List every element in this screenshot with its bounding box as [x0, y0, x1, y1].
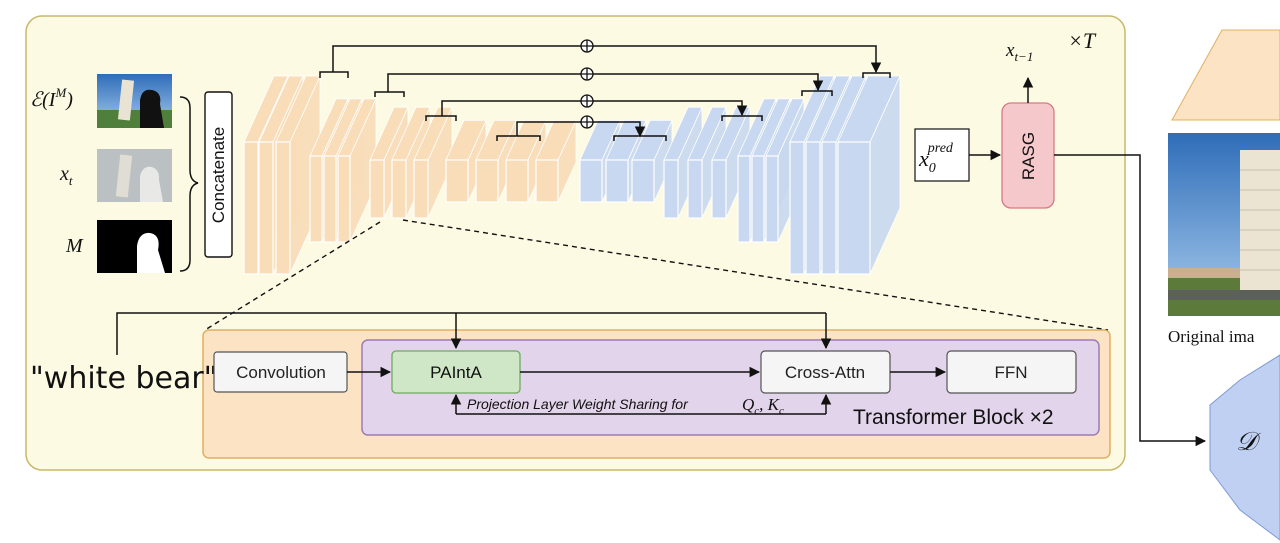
unet-layers: [243, 75, 901, 275]
weight-sharing-label: Projection Layer Weight Sharing for: [467, 396, 689, 412]
x0-pred-label: x0pred: [918, 141, 954, 176]
noisy-image-thumbnail: [97, 149, 172, 202]
encoder-shape-cropped: [1171, 29, 1280, 121]
unet-layer-front: [243, 141, 259, 275]
skip-brackets: [319, 71, 891, 141]
encoded-image-thumbnail: [97, 74, 172, 128]
rasg-label: RASG: [1019, 132, 1038, 180]
zoom-line-right: [402, 219, 1109, 331]
unet-layer-front: [765, 155, 779, 243]
unet-layer-front: [475, 159, 499, 203]
add-symbols: [580, 39, 594, 129]
unet-layer-front: [258, 141, 274, 275]
prompt-line: [116, 312, 826, 355]
unet-layer-front: [309, 155, 323, 243]
encoded-image-label: ℰ(IM): [30, 85, 73, 111]
rasg-to-decoder-arrow: [1054, 154, 1207, 447]
unet-layer-front: [789, 141, 805, 275]
unet-layer-front: [505, 159, 529, 203]
unet-layer-front: [369, 159, 385, 219]
original-image-photo: [1168, 133, 1280, 316]
concatenate-label: Concatenate: [209, 127, 228, 223]
unet-layer-front: [837, 141, 871, 275]
zoom-line-left: [204, 221, 381, 331]
transformer-block-panel: [361, 339, 1100, 436]
output-label: xt−1: [1005, 40, 1033, 64]
unet-layer-front: [737, 155, 751, 243]
transformer-block-label: Transformer Block ×2: [853, 406, 1054, 429]
x0-pred-box: [914, 128, 970, 182]
unet-layer-front: [579, 159, 603, 203]
cross-attn-label: Cross-Attn: [785, 363, 865, 382]
unet-layer-front: [751, 155, 765, 243]
ffn-label: FFN: [994, 363, 1027, 382]
unet-layer-front: [663, 159, 679, 219]
painta-label: PAIntA: [430, 363, 482, 382]
text-prompt: "white bear": [30, 361, 217, 396]
ffn-box: [946, 350, 1077, 394]
noisy-latent-label: xt: [59, 163, 73, 188]
weight-sharing-math: Qc, Kc: [742, 395, 784, 417]
mask-label: M: [65, 235, 84, 257]
concatenate-box: [204, 91, 233, 258]
unet-layer-front: [631, 159, 655, 203]
unet-layer-front: [687, 159, 703, 219]
decoder-shape: [1209, 354, 1280, 541]
original-image-caption: Original ima: [1168, 327, 1255, 346]
unet-layer-front: [323, 155, 337, 243]
unet-layer-front: [275, 141, 291, 275]
unet-layer-front: [337, 155, 351, 243]
unet-layer-front: [535, 159, 559, 203]
unet-layer-front: [391, 159, 407, 219]
loop-label: ×T: [1068, 28, 1097, 53]
unet-layer-front: [711, 159, 727, 219]
convolution-label: Convolution: [236, 363, 326, 382]
unet-layer-front: [805, 141, 821, 275]
unet-layer-front: [445, 159, 469, 203]
unet-layer-front: [413, 159, 429, 219]
unet-layer-front: [821, 141, 837, 275]
mask-thumbnail: [97, 220, 172, 273]
input-brace: [179, 96, 199, 272]
unet-layer-front: [605, 159, 629, 203]
